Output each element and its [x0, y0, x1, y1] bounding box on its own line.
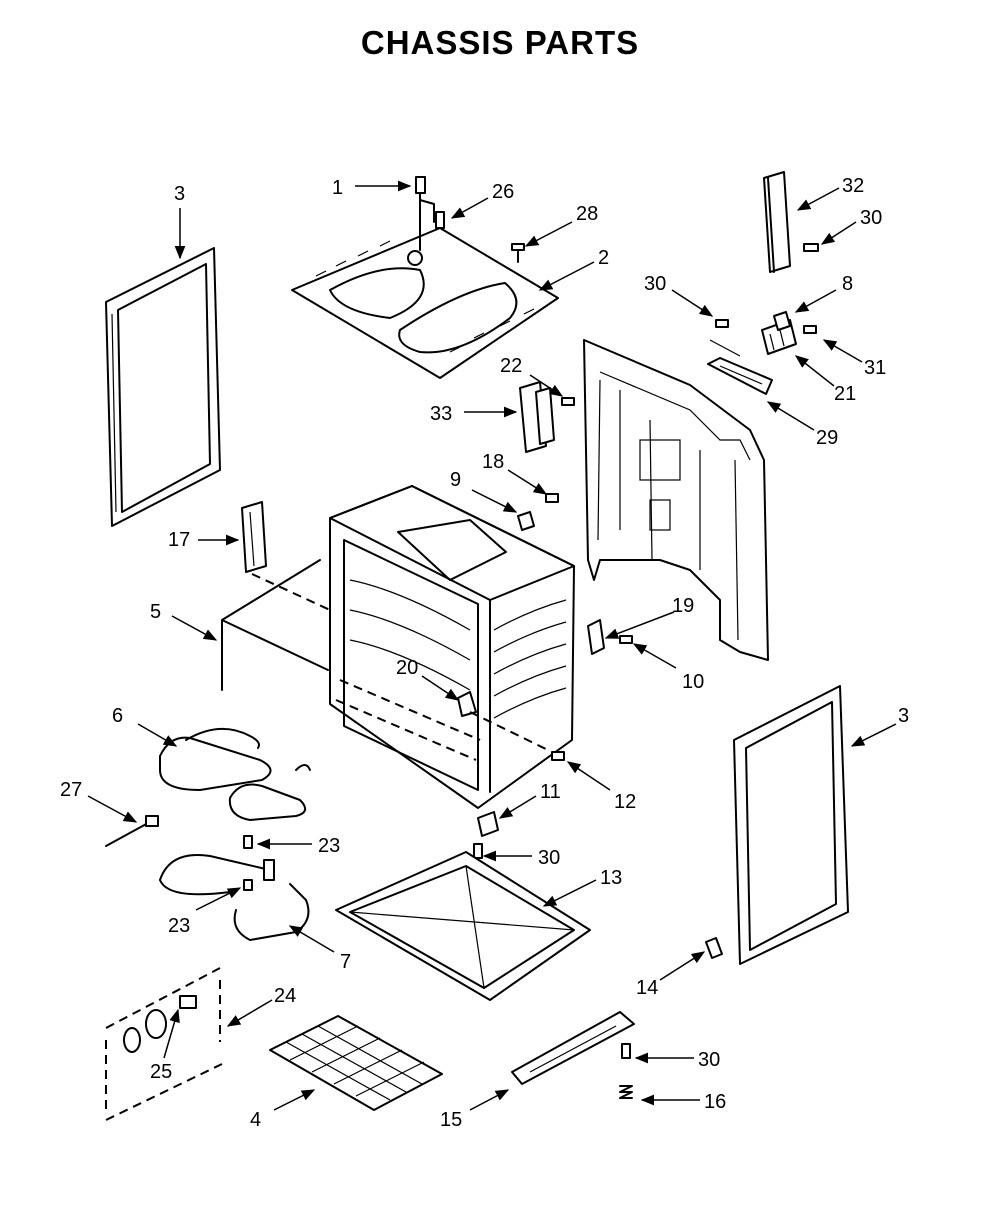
callout-3-right: 3 [898, 705, 909, 727]
spring-16 [619, 1085, 633, 1099]
screw-18 [545, 493, 559, 503]
callout-9: 9 [450, 469, 461, 491]
callout-17: 17 [168, 529, 190, 551]
screw-10 [619, 635, 633, 644]
callout-30-left: 30 [644, 273, 666, 295]
callout-27: 27 [60, 779, 82, 801]
callout-13: 13 [600, 867, 622, 889]
bracket-33 [519, 381, 555, 453]
callout-21: 21 [834, 383, 856, 405]
screw-23-upper [243, 835, 253, 849]
clip-14 [705, 937, 723, 959]
callout-19: 19 [672, 595, 694, 617]
callout-3-left: 3 [174, 183, 185, 205]
nut-8 [773, 311, 791, 331]
bracket-17 [241, 501, 267, 573]
diagram-title: CHASSIS PARTS [360, 24, 640, 61]
rear-panel [583, 339, 769, 661]
callout-18: 18 [482, 451, 504, 473]
callout-30-top: 30 [860, 207, 882, 229]
knob-group-box [105, 967, 223, 1121]
callout-11: 11 [540, 781, 561, 803]
temp-sensor-probe [105, 815, 159, 847]
door-gasket [221, 559, 329, 691]
callout-7: 7 [340, 951, 351, 973]
callout-31: 31 [864, 357, 886, 379]
callout-23-lower: 23 [168, 915, 190, 937]
callout-22: 22 [500, 355, 522, 377]
screw-12 [551, 751, 565, 761]
screw-22 [561, 397, 575, 406]
callout-30-middle: 30 [538, 847, 560, 869]
terminal-block [761, 319, 797, 355]
screw-30-left [709, 319, 741, 357]
cooktop-support [291, 227, 559, 379]
callout-33: 33 [430, 403, 452, 425]
screw-30-middle [473, 843, 483, 859]
clip-9 [517, 511, 535, 531]
knob [123, 995, 197, 1053]
screw-26 [435, 211, 445, 229]
callout-20: 20 [396, 657, 418, 679]
callout-28: 28 [576, 203, 598, 225]
callout-29: 29 [816, 427, 838, 449]
callout-32: 32 [842, 175, 864, 197]
callout-16: 16 [704, 1091, 726, 1113]
callout-12: 12 [614, 791, 636, 813]
oven-cavity [329, 485, 575, 809]
callout-24: 24 [274, 985, 296, 1007]
clip-20 [457, 691, 477, 717]
callout-labels: 1 2 3 3 4 5 6 7 8 9 10 11 12 13 14 15 16… [60, 175, 909, 1131]
side-panel-left [105, 247, 221, 527]
callout-6: 6 [112, 705, 123, 727]
callout-2: 2 [598, 247, 609, 269]
bracket-11 [477, 811, 499, 837]
screw-28 [511, 243, 525, 263]
callout-25: 25 [150, 1061, 172, 1083]
callout-15: 15 [440, 1109, 462, 1131]
screw-30-bottom [621, 1043, 631, 1059]
callout-5: 5 [150, 601, 161, 623]
side-panel-right [733, 685, 849, 965]
callout-1: 1 [332, 177, 343, 199]
leader-arrows [87, 180, 897, 1111]
bracket-29 [707, 357, 773, 395]
broil-element [159, 727, 311, 821]
igniter-electrode [415, 176, 435, 251]
callout-30-bottom: 30 [698, 1049, 720, 1071]
callout-14: 14 [636, 977, 658, 999]
callout-10: 10 [682, 671, 704, 693]
callout-26: 26 [492, 181, 514, 203]
bottom-tray [335, 851, 591, 1001]
callout-8: 8 [842, 273, 853, 295]
oven-rack [269, 1015, 443, 1111]
callout-4: 4 [250, 1109, 261, 1131]
callout-23-upper: 23 [318, 835, 340, 857]
screw-31 [803, 325, 817, 334]
bracket-19 [587, 619, 605, 655]
screw-23-lower [243, 879, 253, 891]
drawer-rail [511, 1011, 635, 1085]
screw-30-top [803, 243, 819, 252]
rear-bracket [763, 171, 791, 273]
